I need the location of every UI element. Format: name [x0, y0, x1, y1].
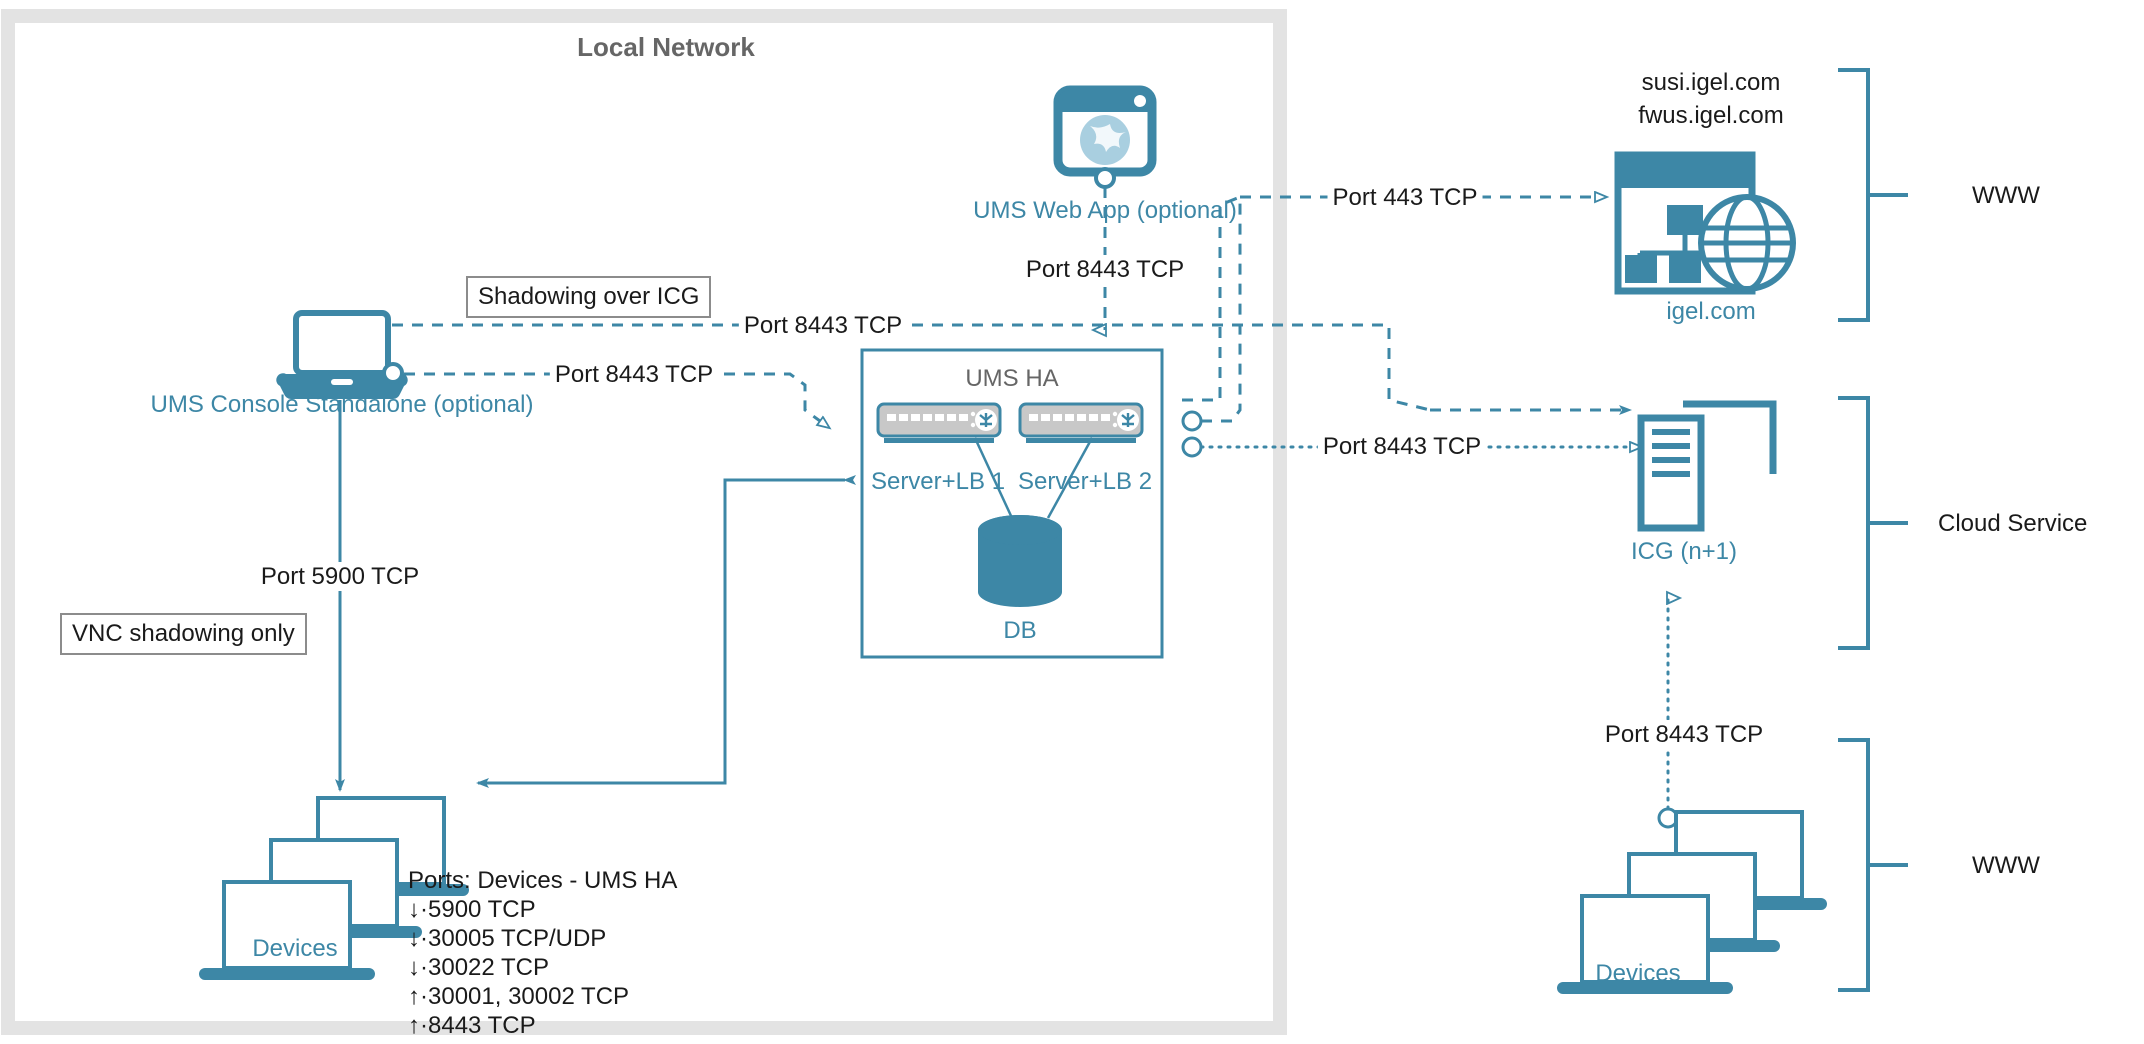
- label-webapp-to-igel-port: Port 443 TCP: [1327, 183, 1483, 212]
- igel-com-label: igel.com: [1666, 298, 1756, 325]
- bracket-label-www-bottom: WWW: [1972, 852, 2040, 879]
- callout-shadowing-over-icg: Shadowing over ICG: [466, 276, 712, 318]
- ha-port-top: [1181, 410, 1203, 432]
- ports-note-line-1: ↓·5900 TCP: [408, 896, 536, 923]
- icg-label: ICG (n+1): [1630, 538, 1738, 565]
- ums-ha-title: UMS HA: [965, 365, 1059, 392]
- ums-console-label: UMS Console Standalone (optional): [150, 391, 534, 418]
- bracket-cloud-shape: [1838, 396, 1908, 650]
- database-cylinder-icon: [978, 515, 1062, 607]
- label-console-to-devices-port: Port 5900 TCP: [255, 562, 425, 591]
- db-label: DB: [1003, 617, 1037, 644]
- label-console-to-ha-port: Port 8443 TCP: [549, 360, 719, 389]
- local-network-title: Local Network: [577, 32, 755, 62]
- edge-ha-port-to-webapp-route: [1201, 200, 1242, 423]
- label-devices-to-icg-port: Port 8443 TCP: [1599, 720, 1769, 749]
- bracket-label-cloud-service: Cloud Service: [1938, 510, 2088, 537]
- label-webapp-to-ha-port: Port 8443 TCP: [1020, 255, 1190, 284]
- server-tower-icon: [1637, 400, 1777, 532]
- ha-port-bottom: [1181, 436, 1203, 458]
- igel-host-fwus: fwus.igel.com: [1638, 102, 1784, 129]
- ports-note-line-3: ↓·30022 TCP: [408, 954, 549, 981]
- server-lb-2-label: Server+LB 2: [1017, 468, 1153, 495]
- callout-vnc-shadowing-only: VNC shadowing only: [60, 613, 307, 655]
- ports-note-title: Ports: Devices - UMS HA: [408, 867, 678, 894]
- switch-appliance-icon-1: [876, 402, 1002, 443]
- bracket-label-www-top: WWW: [1972, 182, 2040, 209]
- bracket-www-bottom-shape: [1838, 738, 1908, 992]
- edge-webapp-to-igel: [1182, 195, 1241, 402]
- laptop-icon: [276, 310, 408, 399]
- devices-right-label: Devices: [1595, 960, 1681, 987]
- switch-appliance-icon-2: [1018, 402, 1144, 443]
- edge-console-to-ha: [404, 372, 820, 421]
- ports-note-line-4: ↑·30001, 30002 TCP: [408, 983, 630, 1010]
- server-lb-1-label: Server+LB 1: [870, 468, 1006, 495]
- ports-note-line-5: ↑·8443 TCP: [408, 1012, 536, 1039]
- ums-web-app-label: UMS Web App (optional): [973, 197, 1237, 224]
- laptop-stack-icon-left: [199, 796, 469, 980]
- devices-left-label: Devices: [252, 935, 338, 962]
- laptop-stack-icon-right: [1557, 810, 1827, 994]
- bracket-www-top-shape: [1838, 68, 1908, 322]
- website-globe-icon: [1614, 151, 1796, 295]
- igel-host-susi: susi.igel.com: [1641, 69, 1781, 96]
- browser-globe-icon: [1053, 85, 1157, 189]
- label-ha-to-icg-port: Port 8443 TCP: [1317, 432, 1487, 461]
- ports-note-line-2: ↓·30005 TCP/UDP: [408, 925, 607, 952]
- ums-ha-box: [860, 348, 1164, 659]
- label-console-shadow-port: Port 8443 TCP: [738, 311, 908, 340]
- edge-ha-to-devices: [476, 475, 856, 788]
